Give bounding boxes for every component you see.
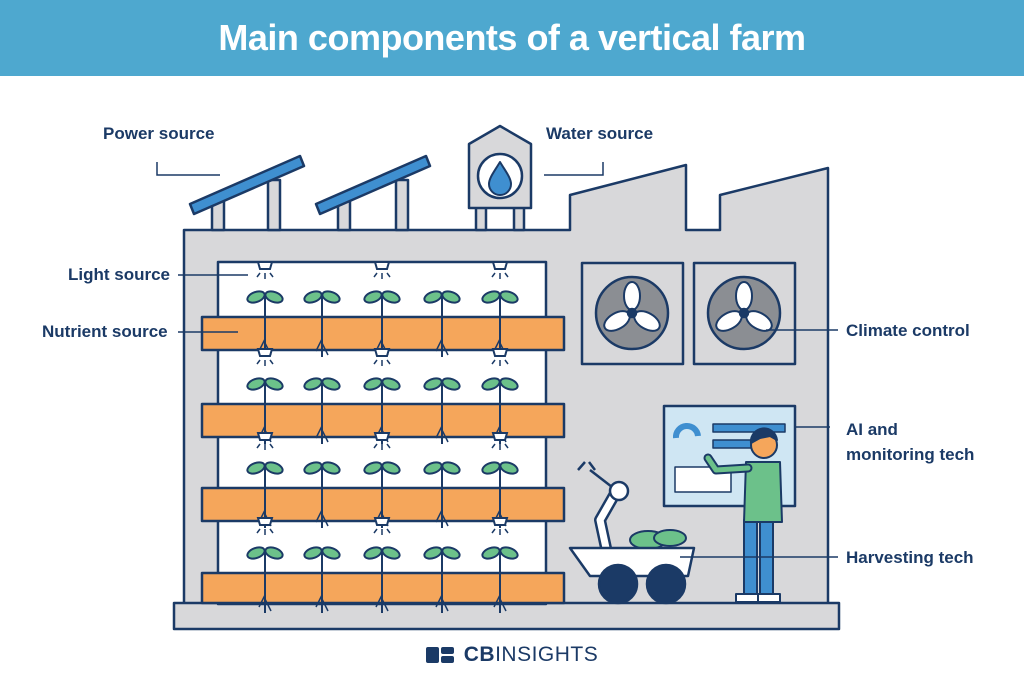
grow-light-icon [256,517,274,535]
label-climate-control: Climate control [846,321,970,340]
water-tank-icon [467,124,533,232]
label-ai-monitoring-line2: monitoring tech [846,445,975,464]
harvest-cart-icon [568,529,696,605]
plant-icon [246,546,284,613]
solar-panel-icon [314,154,432,232]
plant-icon [303,377,341,444]
grow-light-icon [373,432,391,450]
water-drop-icon [488,161,512,196]
plant-icon [423,461,461,528]
leader-lines [156,162,838,558]
title-banner: Main components of a vertical farm [0,0,1024,76]
plants-layer [246,261,519,613]
robot-arm-icon [577,461,630,554]
brand-name: CBINSIGHTS [464,643,599,667]
leader-line-power [156,162,220,176]
label-water-source: Water source [546,124,654,143]
cb-insights-logo-icon [425,647,454,663]
plant-icon [423,546,461,613]
grow-light-icon [256,261,274,279]
label-power-source: Power source [103,124,215,143]
label-harvesting-tech: Harvesting tech [846,548,974,567]
fan-icon [692,261,797,366]
plant-icon [363,290,401,357]
label-light-source: Light source [68,265,171,284]
brand-name-bold: CB [463,643,496,666]
plant-icon [423,377,461,444]
grow-light-icon [373,261,391,279]
brand-footer: CBINSIGHTS [0,640,1024,670]
grow-light-icon [491,348,509,366]
fan-icon [580,261,685,366]
label-ai-monitoring-line1: AI and [846,420,898,439]
grow-light-icon [491,261,509,279]
page-title: Main components of a vertical farm [218,17,806,58]
grow-light-icon [491,432,509,450]
plant-icon [481,290,519,357]
label-nutrient-source: Nutrient source [42,322,168,341]
plant-icon [303,461,341,528]
solar-panel-icon [188,154,306,232]
plant-icon [246,461,284,528]
grow-light-icon [373,348,391,366]
grow-light-icon [256,348,274,366]
brand-name-regular: INSIGHTS [495,643,599,666]
grow-light-icon [491,517,509,535]
plant-icon [303,290,341,357]
plant-icon [481,546,519,613]
grow-light-icon [256,432,274,450]
leader-line-water [544,162,604,176]
plant-icon [303,546,341,613]
grow-light-icon [373,517,391,535]
person-icon [703,427,783,603]
plant-icon [363,546,401,613]
plant-icon [481,461,519,528]
plant-icon [423,290,461,357]
building-base [172,601,841,631]
